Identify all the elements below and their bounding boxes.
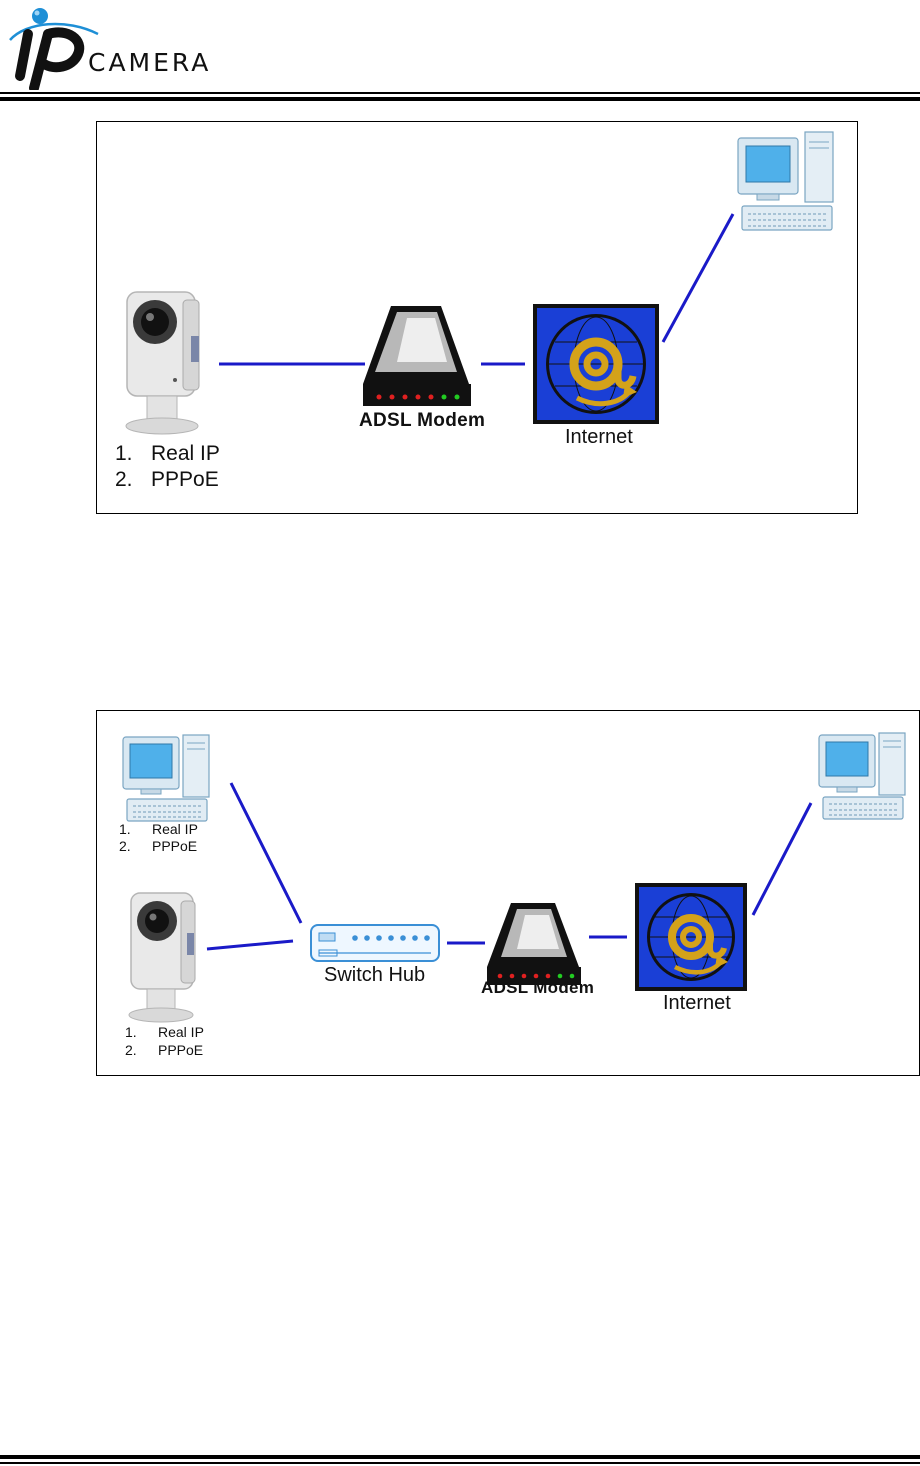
camera-option-2: 2.PPPoE: [115, 468, 219, 492]
network-diagram-switch-hub: 1.Real IP 2.PPPoE 1.Real IP 2.PPPoE Swit…: [96, 710, 920, 1076]
adsl-modem-label: ADSL Modem: [359, 410, 485, 432]
adsl-modem-device: [363, 306, 471, 406]
diagram-2-graphics: [97, 711, 919, 1075]
footer-rule-thin: [0, 1462, 920, 1464]
ip-camera-device: [126, 292, 199, 434]
local-pc-icon: [123, 735, 209, 821]
adsl-modem-device: [487, 903, 581, 985]
logo-wordmark: CAMERA: [88, 48, 211, 77]
ip-camera-logo: [6, 4, 256, 90]
remote-pc-icon: [819, 733, 905, 819]
internet-cloud-icon: [635, 883, 747, 991]
link-internet-pc: [663, 214, 733, 342]
camera-option-1: 1.Real IP: [125, 1024, 204, 1040]
header-rule-thick: [0, 97, 920, 101]
page-header: CAMERA: [0, 0, 920, 105]
camera-option-2: 2.PPPoE: [125, 1042, 203, 1058]
ip-camera-device: [129, 893, 195, 1022]
header-rule-thin: [0, 92, 920, 94]
internet-cloud-icon: [533, 304, 659, 424]
pc-option-2: 2.PPPoE: [119, 838, 197, 854]
logo-dot: [32, 8, 48, 24]
network-diagram-direct: 1.Real IP 2.PPPoE ADSL Modem Internet: [96, 121, 858, 514]
switch-hub-label: Switch Hub: [324, 964, 425, 987]
link-pc-switch: [231, 783, 301, 923]
internet-label: Internet: [565, 426, 633, 449]
link-internet-pc: [753, 803, 811, 915]
link-camera-switch: [207, 941, 293, 949]
camera-option-1: 1.Real IP: [115, 442, 220, 466]
switch-hub-device: [311, 925, 439, 961]
footer-rule-thick: [0, 1455, 920, 1459]
remote-pc-icon: [738, 132, 833, 230]
adsl-modem-label: ADSL Modem: [481, 978, 594, 998]
pc-option-1: 1.Real IP: [119, 821, 198, 837]
internet-label: Internet: [663, 992, 731, 1015]
